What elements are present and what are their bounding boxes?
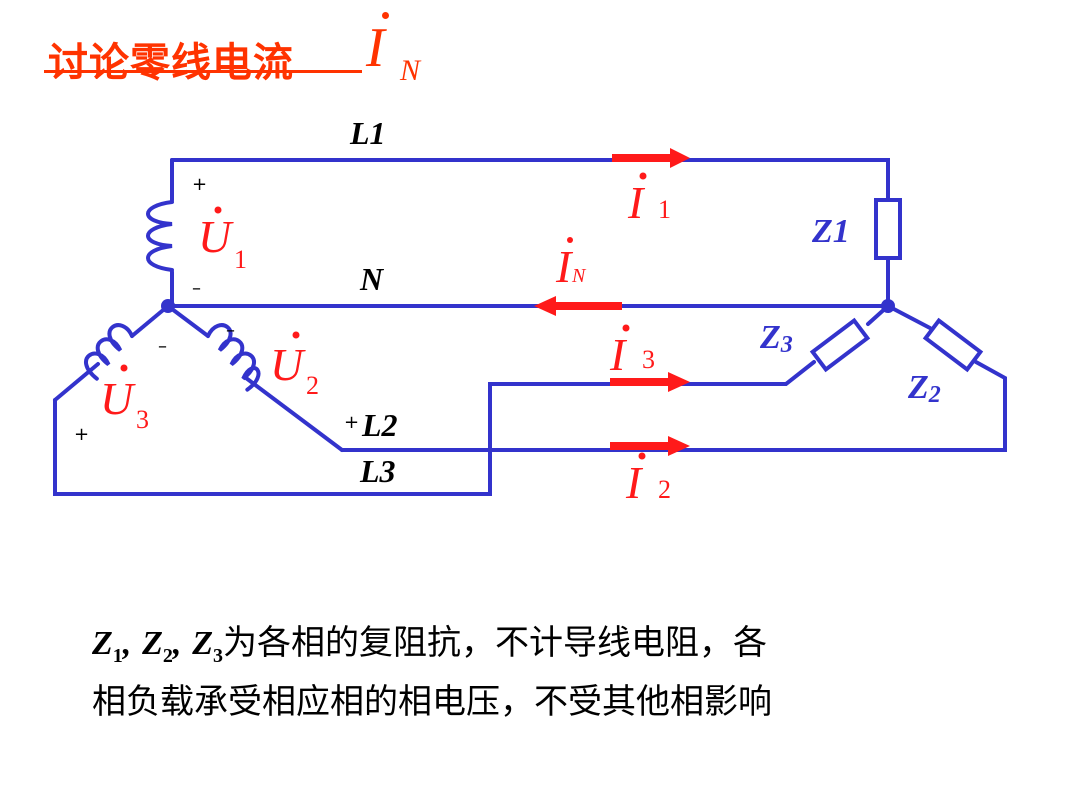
sep-1: , (122, 625, 132, 662)
label-i1: I 1 (627, 172, 671, 228)
impedance-z1-box (874, 198, 902, 260)
label-i3: I 3 (609, 324, 655, 380)
svg-text:3: 3 (642, 345, 655, 374)
sign-u3-plus: + (74, 424, 89, 445)
wire-u2-top (166, 304, 210, 338)
sign-u1-plus: + (192, 174, 207, 195)
svg-text:2: 2 (306, 371, 319, 400)
impedance-z3-box (809, 317, 871, 373)
wire-u3-bottom (53, 362, 100, 402)
label-l2: L2 (361, 407, 398, 443)
svg-text:U: U (198, 211, 234, 262)
arrow-i3 (610, 372, 690, 392)
impedance-z2-box (922, 317, 984, 373)
description-line-1: Z1, Z2, Z3为各相的复阻抗，不计导线电阻，各 (92, 620, 992, 679)
svg-text:N: N (571, 265, 587, 287)
z3-sub: 3 (212, 644, 223, 667)
in-dot (567, 237, 573, 243)
label-u3: U 3 (100, 364, 149, 434)
arrow-i1 (612, 148, 690, 168)
wire-l3 (53, 360, 816, 496)
u3-dot (120, 364, 128, 372)
label-z3: Z3 (759, 319, 793, 358)
wire-u3-top (130, 304, 170, 338)
u2-dot (292, 331, 300, 339)
title-text: 讨论零线电流 (48, 40, 294, 86)
title-underline (44, 70, 362, 73)
svg-text:1: 1 (234, 245, 247, 274)
sign-u2-plus: + (344, 412, 359, 433)
z3-symbol: Z (192, 625, 213, 662)
u1-dot (214, 206, 222, 214)
wire-u2-bottom (244, 376, 344, 452)
svg-text:2: 2 (658, 475, 671, 504)
i2-dot (638, 452, 646, 460)
svg-text:I: I (609, 329, 628, 380)
sign-u1-minus: – (192, 278, 201, 299)
label-z2: Z2 (907, 369, 941, 408)
slide-title: 讨论零线电流 I N (44, 10, 434, 87)
title-symbol: I (366, 17, 385, 79)
arrow-i2 (610, 436, 690, 456)
z2-sub: 2 (162, 644, 173, 667)
i3-dot (622, 324, 630, 332)
neutral-node-left (161, 299, 175, 313)
title-dot (382, 12, 389, 19)
label-z1: Z1 (811, 213, 850, 250)
description-text-1: 为各相的复阻抗，不计导线电阻，各 (222, 623, 767, 663)
wire-l1 (170, 158, 890, 202)
label-u1: U 1 (198, 206, 247, 274)
sign-u3-minus: – (158, 336, 167, 357)
label-l3: L3 (359, 453, 396, 489)
description-line-2: 相负载承受相应相的相电压，不受其他相影响 (92, 681, 772, 722)
z1-symbol: Z (92, 625, 113, 662)
neutral-node-right (881, 299, 895, 313)
z2-symbol: Z (142, 625, 163, 662)
label-n: N (359, 261, 385, 297)
z1-sub: 1 (112, 644, 123, 667)
svg-text:I: I (555, 241, 574, 292)
svg-text:I: I (627, 177, 646, 228)
label-l1: L1 (349, 115, 386, 151)
label-u2: U 2 (270, 331, 319, 400)
sep-2: , (172, 625, 182, 662)
svg-text:U: U (100, 373, 136, 424)
three-phase-circuit-diagram: L1 N L2 L3 Z1 Z3 Z2 U 1 U 2 U 3 I 1 I N … (53, 115, 1007, 508)
svg-text:1: 1 (658, 195, 671, 224)
coil-u3 (84, 323, 134, 381)
arrow-in (534, 296, 622, 316)
sign-u2-minus: – (226, 320, 235, 341)
coil-u1 (146, 200, 174, 272)
svg-text:I: I (625, 457, 644, 508)
label-i2: I 2 (625, 452, 671, 508)
coil-u2 (206, 323, 261, 392)
description: Z1, Z2, Z3为各相的复阻抗，不计导线电阻，各 相负载承受相应相的相电压，… (92, 620, 992, 725)
svg-text:3: 3 (136, 405, 149, 434)
label-in: I N (555, 237, 587, 292)
i1-dot (639, 172, 647, 180)
wire-z2-top (886, 304, 932, 330)
svg-text:U: U (270, 339, 306, 390)
title-symbol-sub: N (400, 54, 421, 87)
